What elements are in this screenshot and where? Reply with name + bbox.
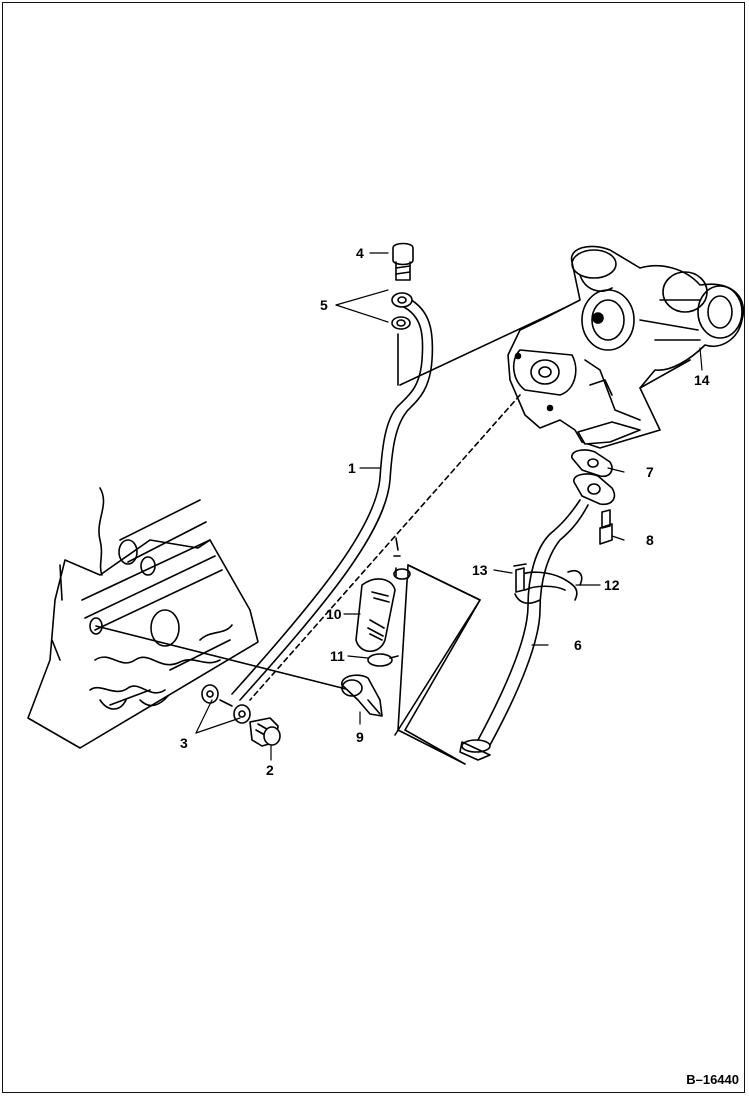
dashed-guide xyxy=(249,394,521,701)
hose-fitting-top xyxy=(393,537,411,580)
block-washers xyxy=(201,684,251,724)
turbocharger xyxy=(507,245,745,449)
callout-12: 12 xyxy=(604,577,620,593)
banjo-bolt xyxy=(392,242,414,281)
tube-clip xyxy=(514,569,583,604)
hose-clamp xyxy=(367,653,399,667)
callout-leaders xyxy=(195,252,703,761)
rubber-hose xyxy=(355,578,396,653)
pipe-fitting xyxy=(341,674,383,717)
callout-8: 8 xyxy=(646,532,654,548)
flange-bolt xyxy=(599,509,613,545)
callout-1: 1 xyxy=(348,460,356,476)
callout-7: 7 xyxy=(646,464,654,480)
callout-2: 2 xyxy=(266,762,274,778)
callout-14: 14 xyxy=(694,372,710,388)
callout-4: 4 xyxy=(356,245,364,261)
sealing-washers xyxy=(391,292,413,386)
block-bolt xyxy=(249,717,281,747)
clip-bolt xyxy=(513,563,527,593)
leader-line xyxy=(95,625,351,691)
engine-block xyxy=(27,487,259,749)
hose-edge xyxy=(394,564,481,736)
callout-11: 11 xyxy=(330,648,345,664)
oil-drain-tube xyxy=(459,499,589,761)
callout-13: 13 xyxy=(472,562,488,578)
turbo-drain-gasket xyxy=(571,421,641,506)
leader-line-turbo xyxy=(399,302,576,386)
callout-6: 6 xyxy=(574,637,582,653)
callout-5: 5 xyxy=(320,297,328,313)
callout-10: 10 xyxy=(326,606,342,622)
drawing-reference-number: B–16440 xyxy=(686,1072,739,1087)
callout-9: 9 xyxy=(356,729,364,745)
callout-3: 3 xyxy=(180,735,188,751)
oil-feed-tube xyxy=(231,297,434,701)
